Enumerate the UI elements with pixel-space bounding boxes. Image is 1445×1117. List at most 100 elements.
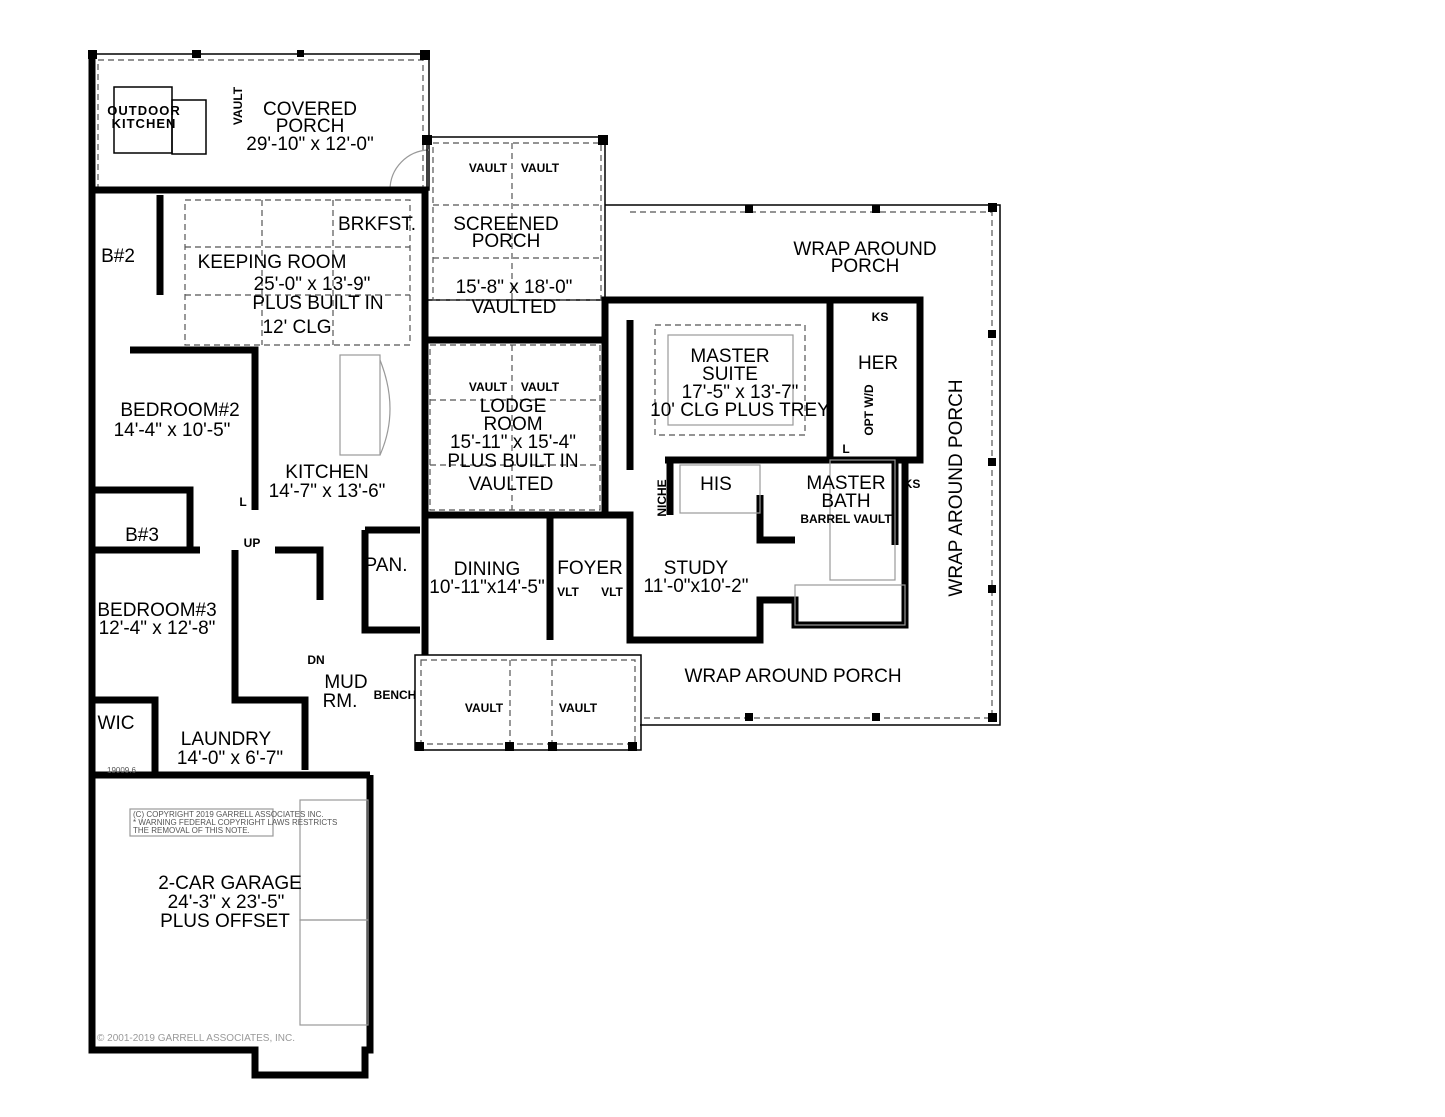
master-suite-label: MASTER — [690, 346, 769, 367]
ks-label: KS — [872, 310, 889, 324]
foyer-label: FOYER — [557, 558, 622, 579]
copyright-footer: © 2001-2019 GARRELL ASSOCIATES, INC. — [97, 1033, 295, 1044]
vault-label: VAULT — [521, 161, 560, 175]
master-bath-note: BARREL VAULT — [800, 512, 892, 526]
dining-label: DINING — [454, 559, 521, 580]
screened-porch-note: VAULTED — [472, 297, 557, 318]
master-suite-note: 10' CLG PLUS TREY — [650, 400, 830, 421]
ks-label: KS — [904, 477, 921, 491]
niche-label: NICHE — [655, 479, 669, 516]
bath3-label: B#3 — [125, 525, 159, 546]
copyright-line: * WARNING FEDERAL COPYRIGHT LAWS RESTRIC… — [133, 818, 337, 827]
wrap-porch-label: WRAP AROUND — [793, 239, 936, 260]
master-suite-label-2: SUITE — [702, 364, 758, 385]
room-outdoor-kitchen: OUTDOOR KITCHEN — [107, 103, 180, 131]
vault-label: VAULT — [469, 161, 508, 175]
bedroom3-size: 12'-4" x 12'-8" — [99, 618, 216, 639]
wrap-around-porch — [605, 203, 1001, 726]
stair-up-label: UP — [244, 536, 261, 550]
vault-label: VAULT — [469, 380, 508, 394]
stair-down-label: DN — [307, 653, 324, 667]
covered-porch-size: 29'-10" x 12'-0" — [246, 134, 373, 155]
wrap-porch-bottom-label: WRAP AROUND PORCH — [684, 666, 901, 687]
pantry-label: PAN. — [365, 555, 408, 576]
keeping-room-label: KEEPING ROOM — [198, 252, 347, 273]
lodge-room-label: LODGE — [480, 396, 547, 417]
master-suite-size: 17'-5" x 13'-7" — [682, 382, 799, 403]
lodge-room-note: PLUS BUILT IN — [447, 451, 578, 472]
covered-porch-label: COVERED — [263, 99, 357, 120]
kitchen-label: KITCHEN — [285, 462, 368, 483]
linen-label: L — [842, 442, 849, 456]
lodge-room-size: 15'-11" x 15'-4" — [450, 432, 576, 453]
plan-number: 19009.6 — [107, 766, 136, 775]
vault-label: VAULT — [231, 86, 245, 125]
bench-label: BENCH — [374, 688, 417, 702]
vlt-label: VLT — [601, 585, 623, 599]
vault-label: VAULT — [465, 701, 504, 715]
room-lodge-room: VAULT VAULT LODGE ROOM 15'-11" x 15'-4" … — [447, 380, 578, 495]
bedroom2-label: BEDROOM#2 — [120, 400, 239, 421]
room-screened-porch: VAULT VAULT SCREENED PORCH 15'-8" x 18'-… — [453, 161, 572, 318]
opt-wd-label: OPT W/D — [862, 384, 876, 436]
vault-label: VAULT — [521, 380, 560, 394]
bedroom3-label: BEDROOM#3 — [97, 600, 216, 621]
room-master-bath: MASTER BATH BARREL VAULT — [800, 473, 892, 526]
keeping-room-size: 25'-0" x 13'-9" — [254, 274, 371, 295]
outdoor-kitchen-label: OUTDOOR — [107, 103, 180, 118]
screened-porch-label: SCREENED — [453, 214, 559, 235]
room-laundry: LAUNDRY 14'-0" x 6'-7" — [177, 729, 283, 769]
room-dining: DINING 10'-11"x14'-5" — [429, 559, 544, 598]
room-wrap-porch-top: WRAP AROUND PORCH — [793, 239, 936, 277]
copyright-line: THE REMOVAL OF THIS NOTE. — [133, 826, 250, 835]
breakfast-label: BRKFST. — [338, 214, 416, 235]
wrap-porch-side-label: WRAP AROUND PORCH — [946, 379, 967, 596]
garage-note: PLUS OFFSET — [160, 911, 290, 932]
copyright-line: (C) COPYRIGHT 2019 GARRELL ASSOCIATES IN… — [133, 810, 324, 819]
room-master-suite: MASTER SUITE 17'-5" x 13'-7" 10' CLG PLU… — [650, 346, 830, 421]
room-bedroom3: BEDROOM#3 12'-4" x 12'-8" — [97, 600, 216, 639]
room-mud-room: MUD RM. — [323, 672, 368, 712]
room-garage: 2-CAR GARAGE 24'-3" x 23'-5" PLUS OFFSET — [158, 873, 302, 932]
kitchen-size: 14'-7" x 13'-6" — [269, 481, 386, 502]
room-keeping-room: KEEPING ROOM 25'-0" x 13'-9" PLUS BUILT … — [198, 252, 384, 338]
outdoor-kitchen-label-2: KITCHEN — [112, 116, 177, 131]
room-foyer: FOYER VLT VLT — [557, 558, 623, 599]
wic-label: WIC — [98, 713, 135, 734]
lodge-room-vaulted: VAULTED — [469, 474, 554, 495]
study-label: STUDY — [664, 558, 729, 579]
exterior-walls — [88, 54, 924, 1079]
linen-label: L — [239, 495, 246, 509]
garage-size: 24'-3" x 23'-5" — [168, 892, 285, 913]
her-closet-label: HER — [858, 353, 898, 374]
laundry-label: LAUNDRY — [181, 729, 272, 750]
wrap-porch-label-2: PORCH — [831, 256, 900, 277]
vault-label: VAULT — [559, 701, 598, 715]
room-study: STUDY 11'-0"x10'-2" — [644, 558, 749, 597]
keeping-room-note: PLUS BUILT IN — [252, 293, 383, 314]
room-bedroom2: BEDROOM#2 14'-4" x 10'-5" — [114, 400, 240, 441]
covered-porch-label-2: PORCH — [276, 116, 345, 137]
master-bath-label-2: BATH — [821, 491, 870, 512]
vlt-label: VLT — [557, 585, 579, 599]
his-closet-label: HIS — [700, 474, 732, 495]
dining-size: 10'-11"x14'-5" — [429, 577, 544, 598]
laundry-size: 14'-0" x 6'-7" — [177, 748, 283, 769]
copyright-note: (C) COPYRIGHT 2019 GARRELL ASSOCIATES IN… — [129, 808, 337, 837]
keeping-room-ceiling: 12' CLG — [262, 317, 331, 338]
mud-room-label-2: RM. — [323, 691, 358, 712]
lodge-room-label-2: ROOM — [483, 414, 542, 435]
room-kitchen: KITCHEN 14'-7" x 13'-6" — [269, 462, 386, 502]
study-size: 11'-0"x10'-2" — [644, 576, 749, 597]
master-bath-label: MASTER — [806, 473, 885, 494]
bedroom2-size: 14'-4" x 10'-5" — [114, 420, 231, 441]
screened-porch-label-2: PORCH — [472, 231, 541, 252]
garage-label: 2-CAR GARAGE — [158, 873, 302, 894]
interior-walls — [92, 195, 899, 779]
front-porch — [414, 654, 642, 751]
screened-porch-size: 15'-8" x 18'-0" — [456, 277, 573, 298]
mud-room-label: MUD — [324, 672, 367, 693]
bath2-label: B#2 — [101, 246, 135, 267]
ceiling-dashes — [184, 199, 906, 1026]
